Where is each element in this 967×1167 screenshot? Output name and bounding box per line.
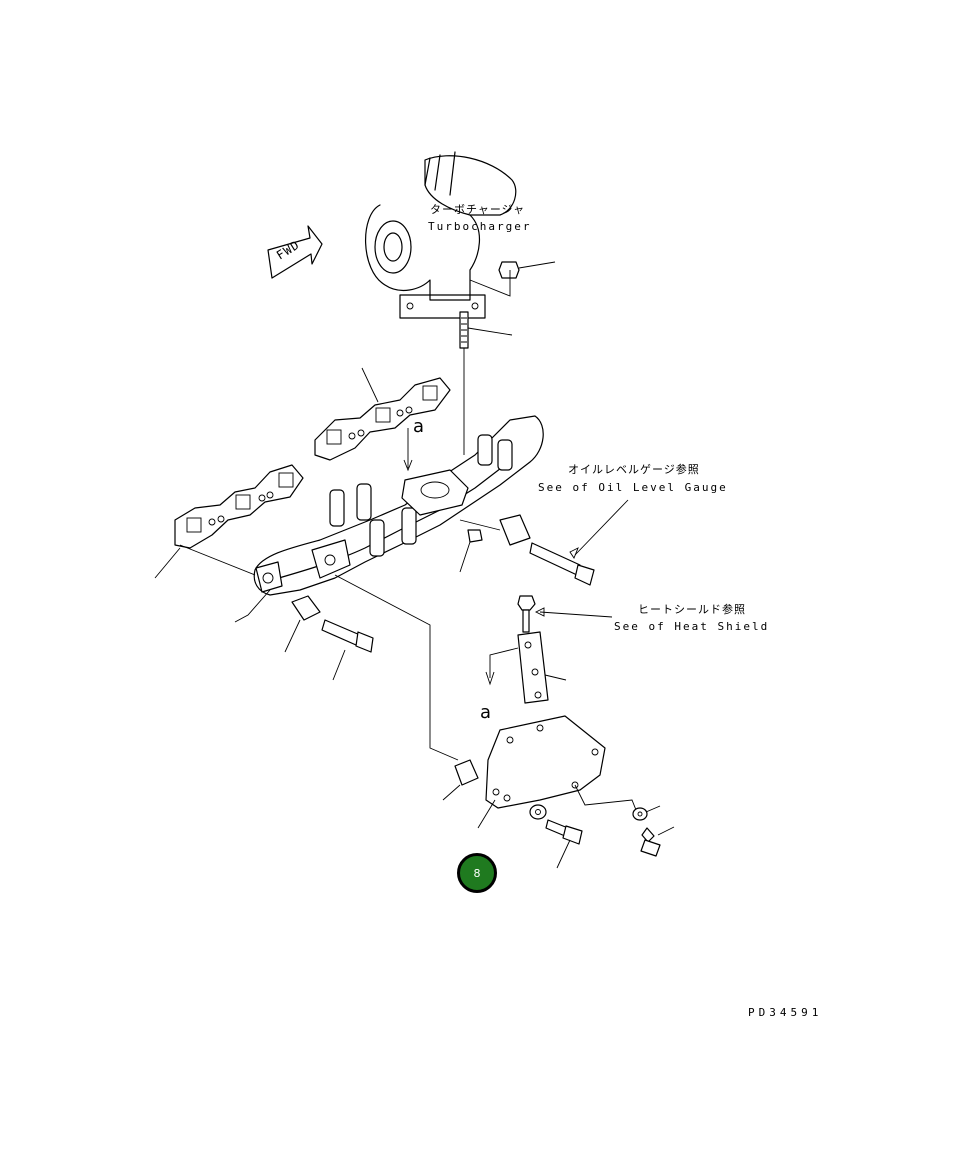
turbocharger-label-en: Turbocharger xyxy=(428,220,532,233)
washer-bottom xyxy=(529,804,547,820)
turbocharger-label-jp: ターボチャージャ xyxy=(430,203,526,216)
fwd-arrow-icon xyxy=(267,225,323,279)
bracket xyxy=(485,631,567,704)
bolt-left xyxy=(321,619,374,681)
view-arrow-top-head xyxy=(403,459,413,472)
gasket-upper xyxy=(314,367,451,461)
bolt-right xyxy=(640,826,675,857)
part-callout-8[interactable]: 8 xyxy=(457,853,497,893)
spacer-left xyxy=(284,595,321,653)
washer-right xyxy=(632,805,661,821)
oil-gauge-label-jp: オイルレベルゲージ参照 xyxy=(568,463,700,476)
view-label-top: a xyxy=(413,416,425,437)
drawing-number: PD34591 xyxy=(748,1006,823,1019)
view-label-bottom: a xyxy=(480,702,492,723)
spacer-lower xyxy=(442,759,479,801)
turbocharger xyxy=(364,151,556,455)
part-callout-number: 8 xyxy=(473,866,481,880)
gasket-lower xyxy=(154,464,304,579)
bolt-bottom xyxy=(545,819,583,869)
heat-shield-label-jp: ヒートシールド参照 xyxy=(638,603,746,616)
heat-shield-label-en: See of Heat Shield xyxy=(614,620,770,633)
oil-gauge-bolt xyxy=(529,499,629,586)
spacer-right xyxy=(459,514,531,546)
exhaust-manifold xyxy=(234,415,544,761)
heat-shield-plate xyxy=(477,715,637,829)
oil-gauge-label-en: See of Oil Level Gauge xyxy=(538,481,728,494)
nut-manifold xyxy=(459,529,483,573)
heat-shield-bolt xyxy=(517,595,613,633)
